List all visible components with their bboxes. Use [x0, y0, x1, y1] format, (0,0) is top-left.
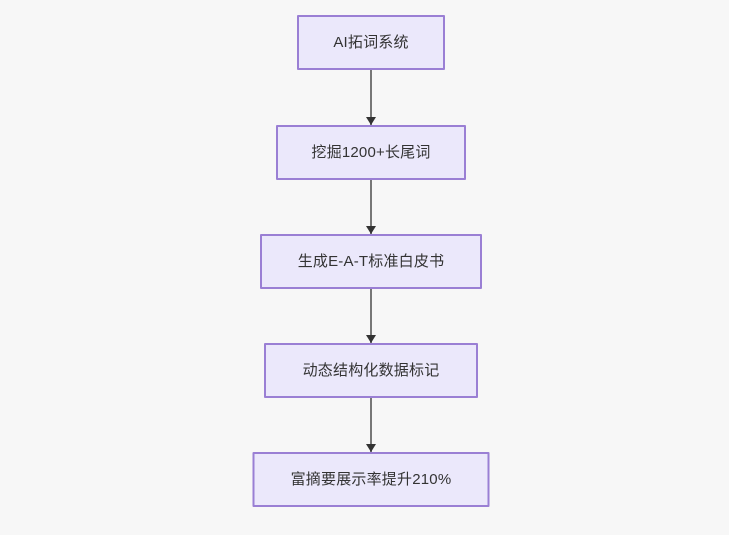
flow-node-label: 生成E-A-T标准白皮书 [297, 253, 445, 270]
flow-node-label: 动态结构化数据标记 [302, 362, 440, 379]
connector-line [370, 180, 372, 234]
flow-node-label: AI拓词系统 [333, 34, 409, 51]
flow-node-ai-keyword-system[interactable]: AI拓词系统 [297, 15, 445, 70]
connector-line [370, 398, 372, 452]
connector-node-1-to-node-2 [364, 70, 378, 125]
connector-line [370, 289, 372, 343]
arrowhead-down-icon [366, 226, 376, 234]
flow-node-rich-snippet-impression-lift[interactable]: 富摘要展示率提升210% [252, 452, 490, 507]
flow-node-mine-longtail-keywords[interactable]: 挖掘1200+长尾词 [276, 125, 466, 180]
connector-line [370, 70, 372, 125]
connector-node-2-to-node-3 [364, 180, 378, 234]
flow-node-generate-eat-whitepaper[interactable]: 生成E-A-T标准白皮书 [260, 234, 482, 289]
arrowhead-down-icon [366, 335, 376, 343]
flow-node-label: 挖掘1200+长尾词 [311, 144, 431, 161]
flow-node-dynamic-structured-data-markup[interactable]: 动态结构化数据标记 [264, 343, 478, 398]
connector-node-4-to-node-5 [364, 398, 378, 452]
flow-node-label: 富摘要展示率提升210% [290, 471, 452, 488]
connector-node-3-to-node-4 [364, 289, 378, 343]
arrowhead-down-icon [366, 117, 376, 125]
arrowhead-down-icon [366, 444, 376, 452]
